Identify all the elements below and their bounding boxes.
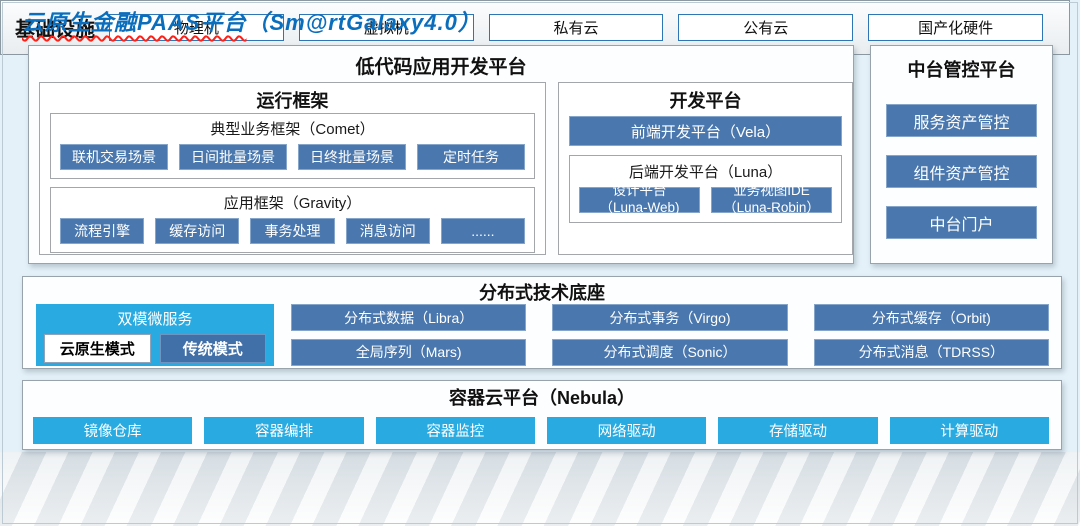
- module-block-ellipsis: ......: [440, 218, 526, 244]
- cloud-native-mode-block: 云原生模式: [44, 334, 151, 363]
- frontend-platform-vela-block: 前端开发平台（Vela）: [569, 116, 842, 146]
- infrastructure-label: 基础设施: [15, 19, 95, 41]
- runtime-framework-title: 运行框架: [256, 91, 329, 111]
- dev-platform-title: 开发平台: [669, 91, 742, 111]
- module-block-transaction: 事务处理: [250, 218, 335, 244]
- scene-block-scheduled-task: 定时任务: [417, 144, 525, 170]
- container-platform-panel: 容器云平台（Nebula） 镜像仓库 容器编排 容器监控 网络驱动 存储驱动 计…: [22, 380, 1062, 450]
- gravity-button-row: 流程引擎 缓存访问 事务处理 消息访问 ......: [60, 218, 526, 244]
- design-platform-luna-web-block: 设计平台 （Luna-Web): [579, 183, 700, 215]
- gravity-framework-box: 应用框架（Gravity） 流程引擎 缓存访问 事务处理 消息访问 ......: [50, 187, 535, 253]
- gravity-label: 应用框架（Gravity）: [223, 195, 362, 212]
- infrastructure-bar: 基础设施 物理机 虚拟机 私有云 公有云 国产化硬件: [0, 0, 1070, 55]
- dev-platform-box: 开发平台 前端开发平台（Vela） 后端开发平台（Luna） 设计平台 （Lun…: [558, 82, 853, 255]
- runtime-framework-box: 运行框架 典型业务框架（Comet） 联机交易场景 日间批量场景 日终批量场景 …: [39, 82, 546, 255]
- container-orchestration-block: 容器编排: [204, 417, 364, 444]
- virtual-machine-block: 虚拟机: [298, 14, 474, 41]
- lowcode-platform-panel: 低代码应用开发平台 运行框架 典型业务框架（Comet） 联机交易场景 日间批量…: [28, 45, 854, 264]
- distributed-data-libra-block: 分布式数据（Libra）: [291, 304, 527, 331]
- distributed-base-panel: 分布式技术底座 双模微服务 云原生模式 传统模式 分布式数据（Libra） 分布…: [22, 276, 1062, 369]
- distributed-scheduler-sonic-block: 分布式调度（Sonic）: [552, 338, 788, 366]
- distributed-transaction-virgo-block: 分布式事务（Virgo): [552, 304, 788, 331]
- component-asset-control-block: 组件资产管控: [886, 155, 1037, 188]
- service-asset-control-block: 服务资产管控: [886, 104, 1037, 137]
- public-cloud-block: 公有云: [678, 14, 854, 41]
- midplatform-portal-block: 中台门户: [886, 206, 1037, 239]
- distributed-base-content: 双模微服务 云原生模式 传统模式 分布式数据（Libra） 分布式事务（Virg…: [36, 304, 1049, 366]
- distributed-message-tdrss-block: 分布式消息（TDRSS）: [813, 338, 1049, 366]
- scene-block-daytime-batch: 日间批量场景: [179, 144, 287, 170]
- business-view-ide-luna-robin-block: 业务视图IDE （Luna-Robin）: [711, 183, 832, 215]
- module-block-message-access: 消息访问: [345, 218, 430, 244]
- page-title-suffix: （Sm@rtGalaxy4.0）: [246, 10, 481, 35]
- scene-block-eod-batch: 日终批量场景: [298, 144, 406, 170]
- distributed-service-grid: 分布式数据（Libra） 分布式事务（Virgo) 分布式缓存（Orbit) 全…: [291, 304, 1049, 366]
- luna-label: 后端开发平台（Luna）: [628, 164, 783, 181]
- module-block-process-engine: 流程引擎: [60, 218, 145, 244]
- luna-web-line1: 设计平台: [612, 183, 667, 199]
- luna-web-line2: （Luna-Web): [599, 200, 680, 215]
- dual-mode-row: 云原生模式 传统模式: [44, 334, 266, 363]
- page-title: 云原生金融PAAS平台（Sm@rtGalaxy4.0）: [22, 10, 481, 36]
- image-registry-block: 镜像仓库: [33, 417, 193, 444]
- distributed-base-title: 分布式技术底座: [479, 283, 605, 303]
- distributed-cache-orbit-block: 分布式缓存（Orbit): [813, 304, 1049, 331]
- lowcode-platform-title: 低代码应用开发平台: [355, 57, 527, 78]
- comet-label: 典型业务框架（Comet）: [210, 121, 375, 138]
- dual-mode-label: 双模微服务: [117, 311, 193, 328]
- domestic-hardware-block: 国产化硬件: [868, 14, 1043, 41]
- traditional-mode-block: 传统模式: [159, 334, 266, 363]
- dual-mode-microservice-box: 双模微服务 云原生模式 传统模式: [36, 304, 274, 366]
- comet-framework-box: 典型业务框架（Comet） 联机交易场景 日间批量场景 日终批量场景 定时任务: [50, 113, 535, 179]
- midplatform-control-panel: 中台管控平台 服务资产管控 组件资产管控 中台门户: [870, 45, 1053, 264]
- page-title-main: 云原生金融PAAS平台: [22, 10, 247, 35]
- private-cloud-block: 私有云: [488, 14, 664, 41]
- compute-driver-block: 计算驱动: [889, 417, 1049, 444]
- scene-block-online-trade: 联机交易场景: [60, 144, 168, 170]
- container-monitoring-block: 容器监控: [375, 417, 535, 444]
- storage-driver-block: 存储驱动: [718, 417, 878, 444]
- network-driver-block: 网络驱动: [546, 417, 707, 444]
- midplatform-title: 中台管控平台: [907, 60, 1016, 80]
- global-sequence-mars-block: 全局序列（Mars): [291, 338, 527, 366]
- luna-button-row: 设计平台 （Luna-Web) 业务视图IDE （Luna-Robin）: [579, 183, 832, 215]
- midplatform-button-column: 服务资产管控 组件资产管控 中台门户: [886, 104, 1037, 239]
- backend-platform-luna-box: 后端开发平台（Luna） 设计平台 （Luna-Web) 业务视图IDE （Lu…: [569, 155, 842, 223]
- module-block-cache-access: 缓存访问: [155, 218, 240, 244]
- container-platform-row: 镜像仓库 容器编排 容器监控 网络驱动 存储驱动 计算驱动: [33, 417, 1049, 444]
- comet-button-row: 联机交易场景 日间批量场景 日终批量场景 定时任务: [60, 144, 525, 170]
- container-platform-title: 容器云平台（Nebula）: [448, 388, 635, 408]
- bottom-texture-band: [0, 452, 1080, 526]
- luna-robin-line1: 业务视图IDE: [733, 183, 810, 199]
- infrastructure-items-row: 物理机 虚拟机 私有云 公有云 国产化硬件: [109, 14, 1043, 41]
- physical-machine-block: 物理机: [109, 14, 284, 41]
- luna-robin-line2: （Luna-Robin）: [723, 200, 820, 215]
